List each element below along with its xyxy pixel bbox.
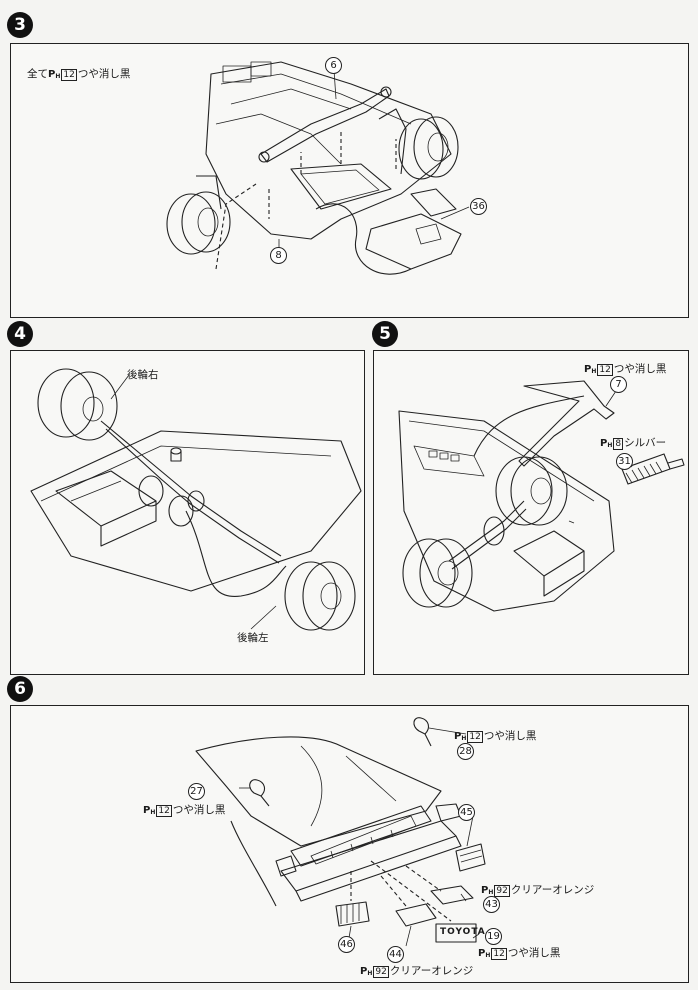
paint-note-text: つや消し黒 — [507, 947, 561, 959]
exhaust-illustration — [398, 380, 685, 612]
paint-code-icon: PH — [600, 438, 613, 449]
paint-note-text: シルバー — [624, 437, 667, 449]
part-number-6: 6 — [325, 57, 342, 74]
step-number-badge: 5 — [372, 321, 398, 347]
step-number-badge: 6 — [7, 676, 33, 702]
paint-code-icon: PH — [584, 364, 597, 375]
part-number-45: 45 — [458, 804, 475, 821]
paint-code-icon: PH — [360, 966, 373, 977]
paint-code-number: 92 — [373, 966, 389, 978]
part-number-28: 28 — [457, 743, 474, 760]
paint-code-number: 92 — [494, 885, 510, 897]
toyota-emblem-text: TOYOTA — [440, 927, 486, 937]
chassis-front-illustration — [166, 61, 470, 275]
part-number-43: 43 — [483, 896, 500, 913]
part-number-36: 36 — [470, 198, 487, 215]
paint-code-icon: PH — [481, 885, 494, 896]
paint-note-text: クリアーオレンジ — [510, 884, 595, 896]
part-number-44: 44 — [387, 946, 404, 963]
paint-code-number: 12 — [156, 805, 172, 817]
paint-code-number: 8 — [613, 438, 624, 450]
paint-note-text: つや消し黒 — [77, 68, 131, 80]
paint-note-text: つや消し黒 — [172, 804, 226, 816]
paint-note-text: つや消し黒 — [483, 730, 537, 742]
paint-code-icon: PH — [454, 731, 467, 742]
paint-code-icon: PH — [143, 805, 156, 816]
paint-code-number: 12 — [597, 364, 613, 376]
part-number-19: 19 — [485, 928, 502, 945]
front-grille-illustration — [195, 717, 486, 947]
paint-note-text: クリアーオレンジ — [389, 965, 474, 977]
paint-code-number: 12 — [467, 731, 483, 743]
paint-code-number: 12 — [61, 69, 77, 81]
part-number-8: 8 — [270, 247, 287, 264]
paint-note-prefix: 全て — [27, 68, 48, 80]
part-number-46: 46 — [338, 936, 355, 953]
rear-wheel-left-label: 後輪左 — [237, 632, 269, 644]
step-4-panel: 4 後輪右 後輪左 — [7, 321, 365, 675]
rear-axle-illustration — [30, 368, 362, 631]
step-number-badge: 4 — [7, 321, 33, 347]
paint-code-icon: PH — [478, 948, 491, 959]
paint-code-number: 12 — [491, 948, 507, 960]
part-number-27: 27 — [188, 783, 205, 800]
step-number-badge: 3 — [7, 12, 33, 38]
rear-wheel-right-label: 後輪右 — [127, 369, 159, 381]
part-number-31: 31 — [616, 453, 633, 470]
paint-code-icon: PH — [48, 69, 61, 80]
paint-note-text: つや消し黒 — [613, 363, 667, 375]
part-number-7: 7 — [610, 376, 627, 393]
